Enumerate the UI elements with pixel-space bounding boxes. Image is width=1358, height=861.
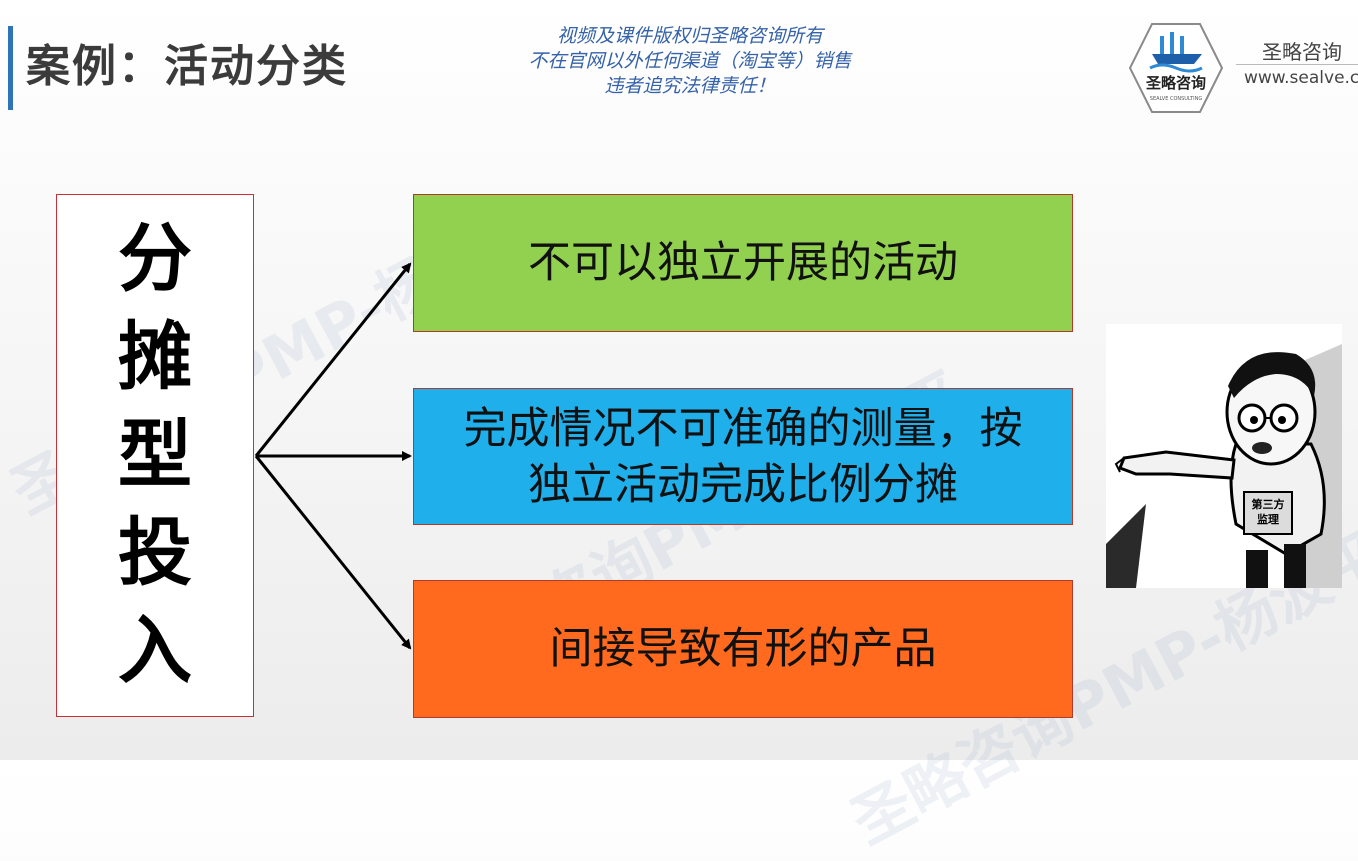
brand-logo: 圣略咨询 SEALVE CONSULTING — [1128, 23, 1224, 113]
pointing-man-illustration: 第三方 监理 — [1106, 324, 1342, 588]
activity-box-green: 不可以独立开展的活动 — [413, 194, 1073, 332]
activity-text: 间接导致有形的产品 — [549, 624, 937, 674]
category-label: 分 摊 型 投 入 — [56, 210, 254, 700]
activity-text: 完成情况不可准确的测量，按 — [463, 403, 1023, 454]
logo-text: 圣略咨询 — [1145, 74, 1206, 92]
brand-url: www.sealve.c — [1244, 68, 1358, 88]
activity-text: 不可以独立开展的活动 — [528, 238, 958, 288]
activity-box-blue: 完成情况不可准确的测量，按 独立活动完成比例分摊 — [413, 388, 1073, 525]
category-char: 摊 — [118, 314, 192, 400]
arrow-to-orange-box — [254, 455, 412, 650]
slide-title: 案例：活动分类 — [26, 41, 348, 92]
category-char: 投 — [118, 510, 192, 596]
arrow-to-green-box — [254, 262, 412, 457]
ship-icon — [1149, 32, 1203, 73]
logo-subtext: SEALVE CONSULTING — [1150, 96, 1203, 102]
badge-text: 监理 — [1257, 512, 1279, 526]
copyright-line: 不在官网以外任何渠道（淘宝等）销售 — [528, 50, 852, 72]
title-accent-bar — [8, 26, 13, 110]
category-char: 入 — [118, 608, 192, 694]
brand-name: 圣略咨询 — [1262, 40, 1342, 64]
badge-text: 第三方 — [1252, 497, 1285, 511]
activity-text: 独立活动完成比例分摊 — [528, 459, 958, 510]
category-char: 型 — [118, 412, 192, 498]
copyright-line: 视频及课件版权归圣略咨询所有 — [556, 25, 823, 47]
brand-divider — [1236, 64, 1358, 65]
copyright-notice: 视频及课件版权归圣略咨询所有 不在官网以外任何渠道（淘宝等）销售 违者追究法律责… — [480, 24, 900, 99]
activity-box-orange: 间接导致有形的产品 — [413, 580, 1073, 718]
category-char: 分 — [118, 216, 192, 302]
category-box — [56, 194, 254, 717]
copyright-line: 违者追究法律责任！ — [604, 75, 776, 97]
